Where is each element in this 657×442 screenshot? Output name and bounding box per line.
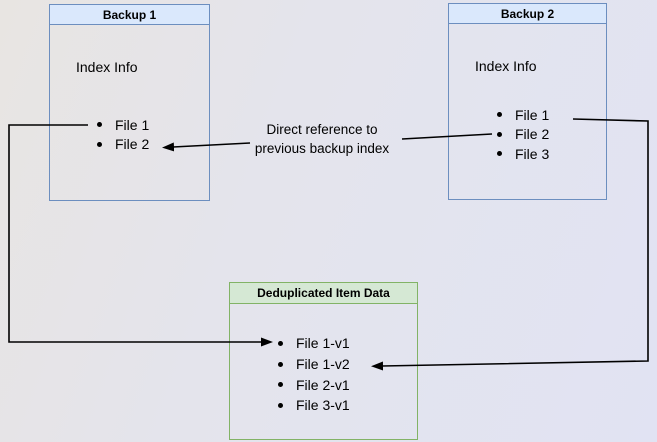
file-label: File 2 xyxy=(115,136,150,153)
bullet-icon xyxy=(97,141,102,147)
dedup-node: Deduplicated Item Data File 1-v1 File 1-… xyxy=(229,282,418,440)
bullet-icon xyxy=(97,122,102,128)
bullet-icon xyxy=(278,402,283,408)
backup2-header: Backup 2 xyxy=(449,4,606,24)
list-item: File 2-v1 xyxy=(278,374,350,395)
list-item: File 1 xyxy=(97,115,149,135)
list-item: File 2 xyxy=(497,125,549,145)
file-label: File 1-v1 xyxy=(296,335,350,352)
backup1-file-list: File 1 File 2 xyxy=(97,115,149,154)
file-label: File 2 xyxy=(515,126,550,143)
bullet-icon xyxy=(278,340,283,346)
file-label: File 1 xyxy=(115,116,150,133)
backup1-index-label: Index Info xyxy=(76,59,138,75)
list-item: File 3-v1 xyxy=(278,395,350,416)
file-label: File 2-v1 xyxy=(296,376,350,393)
bullet-icon xyxy=(278,361,283,367)
backup2-file-list: File 1 File 2 File 3 xyxy=(497,105,549,164)
list-item: File 3 xyxy=(497,144,549,164)
backup2-node: Backup 2 Index Info File 1 File 2 File 3 xyxy=(448,3,607,200)
file-label: File 3-v1 xyxy=(296,397,350,414)
bullet-icon xyxy=(497,151,502,157)
backup1-title: Backup 1 xyxy=(102,7,157,22)
backup1-node: Backup 1 Index Info File 1 File 2 xyxy=(49,4,210,201)
backup2-index-label: Index Info xyxy=(475,58,537,74)
backup1-header: Backup 1 xyxy=(50,5,209,25)
dedup-header: Deduplicated Item Data xyxy=(230,283,417,304)
dedup-item-list: File 1-v1 File 1-v2 File 2-v1 File 3-v1 xyxy=(278,333,350,416)
list-item: File 1-v1 xyxy=(278,333,350,354)
file-label: File 3 xyxy=(515,145,550,162)
backup2-title: Backup 2 xyxy=(500,6,555,21)
list-item: File 1-v2 xyxy=(278,354,350,375)
bullet-icon xyxy=(497,131,502,137)
file-label: File 1-v2 xyxy=(296,356,350,373)
dedup-title: Deduplicated Item Data xyxy=(257,286,390,300)
list-item: File 2 xyxy=(97,135,149,155)
bullet-icon xyxy=(278,382,283,388)
list-item: File 1 xyxy=(497,105,549,125)
bullet-icon xyxy=(497,112,502,118)
annotation-direct-reference: Direct reference to previous backup inde… xyxy=(254,122,390,156)
file-label: File 1 xyxy=(515,106,550,123)
